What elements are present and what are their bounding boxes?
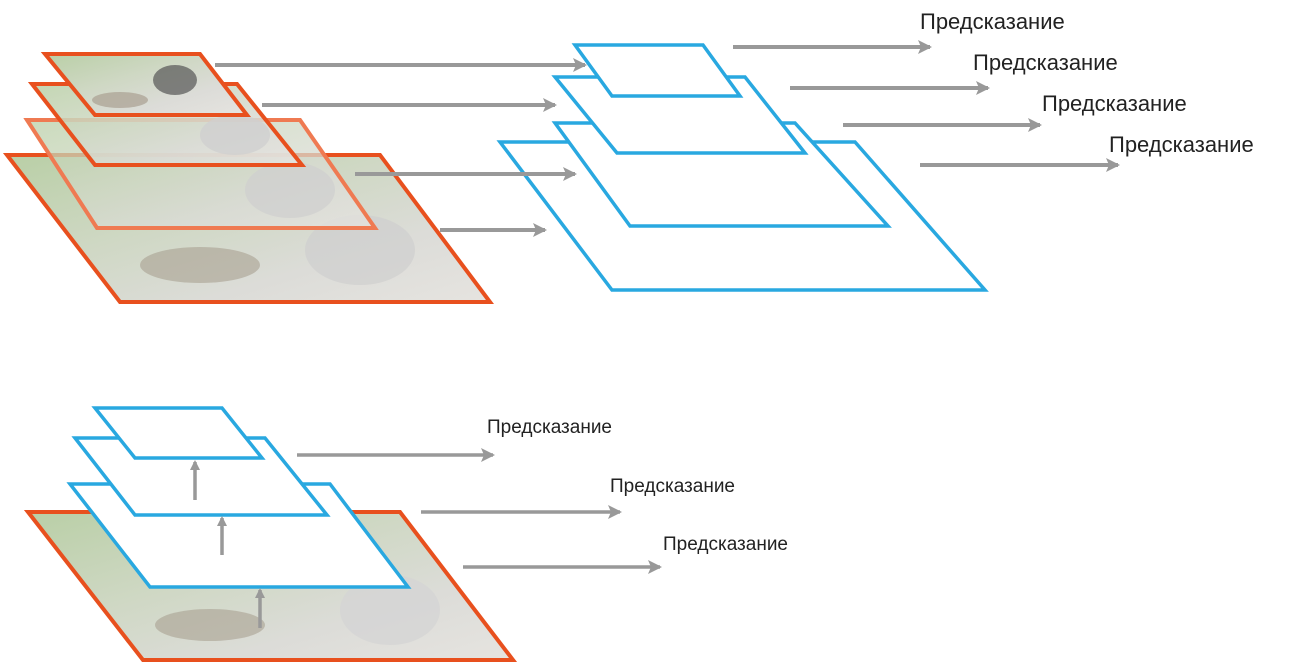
cat-shape [92, 92, 148, 108]
prediction-label: Предсказание [973, 50, 1118, 75]
arrows-bottom [190, 448, 662, 628]
prediction-label: Предсказание [920, 9, 1065, 34]
feature-map-stack [496, 43, 989, 292]
cat-shape [155, 609, 265, 641]
image-pyramid [2, 52, 494, 304]
arrows-top [215, 40, 1120, 237]
prediction-label: Предсказание [663, 534, 788, 555]
dog-shape [200, 115, 270, 155]
feature-pyramid [66, 406, 412, 589]
dog-shape [340, 575, 440, 645]
dog-shape [305, 215, 415, 285]
pyramid-level-1 [91, 406, 266, 460]
prediction-label: Предсказание [1042, 91, 1187, 116]
prediction-label: Предсказание [610, 476, 735, 497]
prediction-label: Предсказание [1109, 132, 1254, 157]
dog-head [153, 65, 197, 95]
feature-map-1 [571, 43, 744, 98]
dog-shape [245, 162, 335, 218]
cat-shape [140, 247, 260, 283]
prediction-label: Предсказание [487, 417, 612, 438]
